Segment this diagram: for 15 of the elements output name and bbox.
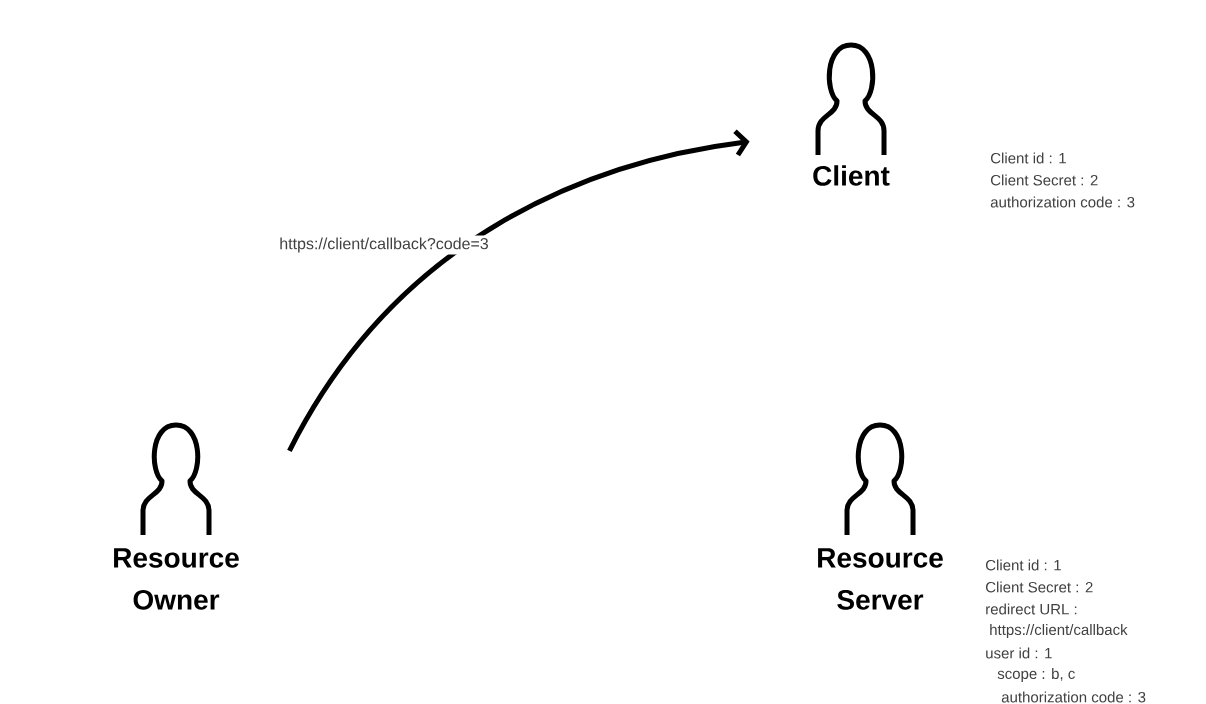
- person-name: Client: [813, 165, 890, 186]
- info-text: user id : 1: [986, 647, 1052, 659]
- info-text: Client Secret : 2: [986, 581, 1093, 593]
- edge-label: https://client/callback?code=3: [277, 235, 491, 255]
- info-text: https://client/callback: [990, 624, 1128, 638]
- info-text: authorization code : 3: [1001, 691, 1146, 703]
- person-name: Resource Server: [818, 548, 943, 610]
- person-name: Resource Owner: [114, 548, 239, 610]
- info-text: scope : b, c: [997, 668, 1075, 682]
- info-text: redirect URL :: [986, 603, 1077, 615]
- info-text: Client Secret : 2: [991, 174, 1098, 186]
- info-text: Client id : 1: [986, 559, 1061, 571]
- arrow: [287, 129, 750, 453]
- info-text: Client id : 1: [991, 152, 1066, 164]
- info-text: authorization code : 3: [990, 196, 1135, 208]
